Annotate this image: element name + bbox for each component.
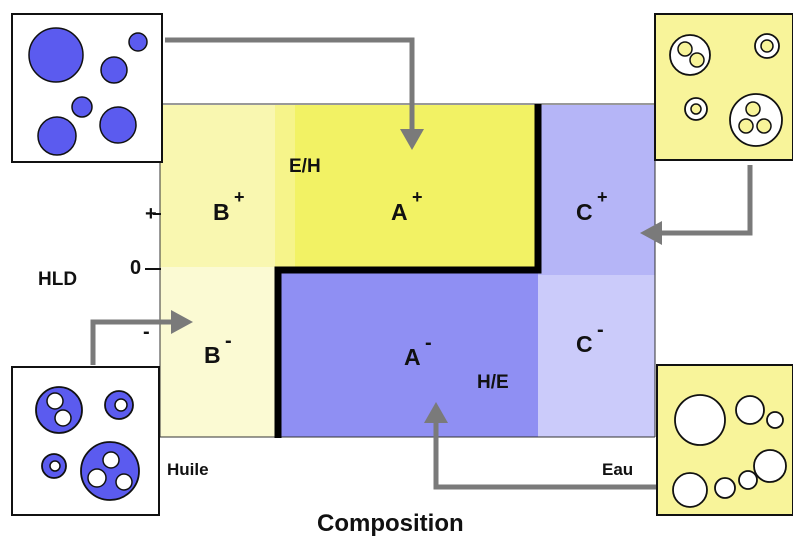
arrow-to-b-minus (90, 319, 173, 365)
region-b-minus (160, 267, 275, 437)
label-c-minus-sup: - (597, 319, 604, 341)
label-b-plus: B (213, 199, 230, 225)
axis-label-huile: Huile (167, 460, 209, 479)
panel-frame (11, 366, 160, 516)
composition-axis: Huile Eau Composition (167, 460, 633, 536)
arrowhead-b-minus (171, 310, 193, 334)
region-labels: B + A + C + B - A - C - E/H H/E (204, 156, 608, 393)
emulsion-panel-top-left (11, 13, 163, 163)
arrow-to-a-plus (165, 37, 415, 132)
arrows (90, 37, 753, 490)
inner-white-drops (46, 392, 133, 491)
hld-axis: + 0 - HLD (38, 203, 161, 343)
arrowhead-a-plus (400, 129, 424, 150)
arrowhead-a-minus (424, 402, 448, 423)
label-c-minus: C (576, 331, 593, 357)
region-a-plus-left (275, 105, 295, 267)
label-eh: E/H (289, 156, 321, 177)
region-a-minus (275, 270, 538, 437)
axis-title-hld: HLD (38, 269, 77, 290)
region-b-plus (160, 105, 275, 267)
arrowhead-c-plus (640, 221, 662, 245)
inner-yellow-drops (677, 39, 774, 134)
label-b-plus-sup: + (234, 187, 245, 207)
axis-tick-zero: 0 (130, 257, 141, 279)
region-c-plus (538, 105, 655, 275)
label-a-minus-sup: - (425, 332, 432, 354)
label-a-plus-sup: + (412, 187, 423, 207)
arrow-to-a-minus (433, 420, 657, 490)
axis-label-eau: Eau (602, 460, 633, 479)
inversion-boundary (274, 104, 542, 438)
label-he: H/E (477, 372, 509, 393)
axis-title-composition: Composition (317, 510, 464, 536)
emulsion-panel-bottom-left (11, 366, 160, 516)
region-c-minus (538, 275, 655, 437)
white-drops (672, 394, 787, 508)
label-c-plus: C (576, 199, 593, 225)
arrowheads (171, 129, 662, 423)
axis-tick-minus: - (143, 321, 150, 343)
label-b-minus: B (204, 342, 221, 368)
arrow-to-c-plus (660, 165, 753, 236)
emulsion-panel-top-right (654, 13, 793, 161)
axis-tick-plus: + (145, 203, 157, 225)
blue-drops (28, 27, 148, 156)
emulsion-panel-bottom-right (656, 364, 793, 516)
label-c-plus-sup: + (597, 187, 608, 207)
label-b-minus-sup: - (225, 330, 232, 352)
label-a-minus: A (404, 344, 421, 370)
label-a-plus: A (391, 199, 408, 225)
